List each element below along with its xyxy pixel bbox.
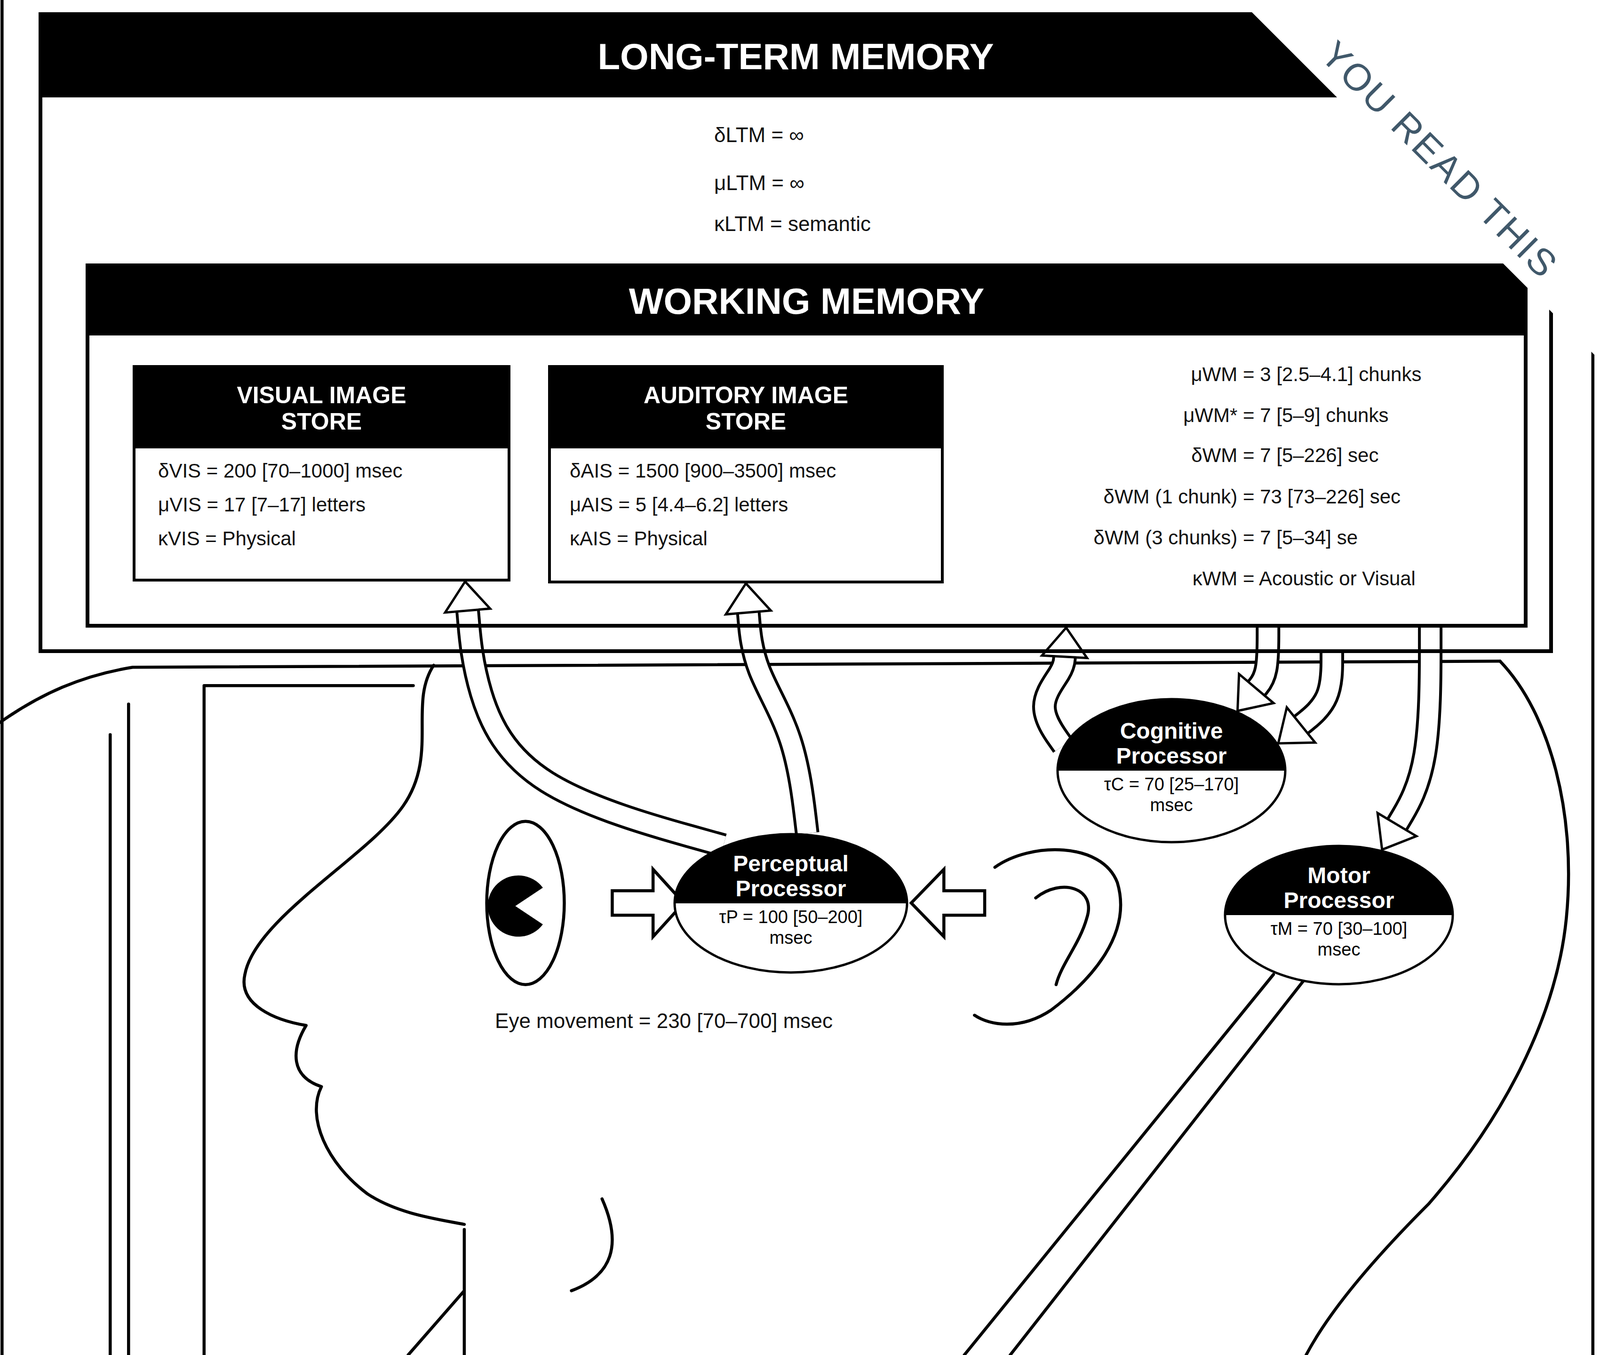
processor-parameter: τC = 70 [25–170] msec bbox=[1086, 774, 1257, 816]
arrow-shaft bbox=[1300, 652, 1332, 725]
ear bbox=[974, 849, 1121, 1025]
annotation-label: Eye movement = 230 [70–700] msec bbox=[494, 1009, 833, 1034]
section-heading: WORKING MEMORY bbox=[89, 267, 1524, 336]
pupil bbox=[487, 875, 543, 937]
processor-name: Motor Processor bbox=[1256, 863, 1422, 914]
ellipse-heading-band bbox=[674, 834, 908, 904]
arrow-shaft-outline bbox=[467, 610, 724, 846]
arrow-shaft bbox=[1044, 656, 1065, 746]
memory-parameter: μWM = 3 [2.5–4.1] chunks bbox=[1191, 363, 1422, 386]
memory-region: WORKING MEMORY μWM = 3 [2.5–4.1] chunks μW… bbox=[85, 263, 1528, 628]
arrow-head bbox=[725, 583, 772, 615]
arrow-shaft bbox=[748, 612, 808, 834]
arrow-head bbox=[1237, 674, 1274, 711]
processor-parameter: τP = 100 [50–200] msec bbox=[706, 907, 876, 948]
arrow-shaft bbox=[467, 610, 724, 846]
arrow-head bbox=[445, 581, 491, 613]
screen-inner-edge bbox=[204, 685, 414, 1355]
processor-name: Cognitive Processor bbox=[1089, 718, 1254, 769]
ellipse-ground bbox=[1057, 699, 1286, 843]
arrow-shaft-outline bbox=[1256, 627, 1268, 689]
image-store-box: AUDITORY IMAGE STORE δAIS = 1500 [900–350… bbox=[548, 365, 944, 584]
arrow-head bbox=[1377, 812, 1417, 850]
arrow-shaft-outline bbox=[748, 612, 808, 834]
screen-edge bbox=[108, 734, 112, 1355]
memory-parameter: μLTM = ∞ bbox=[714, 171, 805, 196]
ear-input-arrow bbox=[911, 869, 985, 937]
flow-arrow bbox=[445, 581, 724, 846]
store-parameter: μVIS = 17 [7–17] letters bbox=[158, 493, 366, 517]
memory-region: LONG-TERM MEMORYδLTM = ∞μLTM = ∞κLTM = s… bbox=[38, 12, 1553, 653]
image-store-box: VISUAL IMAGE STORE δVIS = 200 [70–1000] m… bbox=[132, 365, 511, 582]
arrow-head bbox=[1042, 627, 1088, 659]
arrow-shaft-outline bbox=[1300, 652, 1332, 725]
memory-parameter: κLTM = semantic bbox=[714, 212, 871, 237]
jaw-line bbox=[571, 1198, 613, 1291]
memory-parameter: δWM (1 chunk) = 73 [73–226] sec bbox=[1103, 485, 1401, 509]
store-parameter: δAIS = 1500 [900–3500] msec bbox=[569, 459, 836, 483]
arrow-shaft-outline bbox=[1396, 627, 1431, 825]
processor-ellipse: Cognitive Processor τC = 70 [25–170] msec bbox=[1056, 697, 1287, 844]
store-parameter: δVIS = 200 [70–1000] msec bbox=[158, 459, 403, 483]
ellipse-heading-band bbox=[1057, 699, 1286, 771]
motor-output-line bbox=[1010, 977, 1306, 1355]
flow-arrow bbox=[1278, 652, 1332, 744]
memory-parameter: δLTM = ∞ bbox=[714, 123, 804, 148]
eye bbox=[486, 821, 565, 985]
processor-parameter: τM = 70 [30–100] msec bbox=[1254, 918, 1424, 960]
screen-edge bbox=[127, 703, 131, 1355]
memory-parameter: δWM (3 chunks) = 7 [5–34] se bbox=[1093, 526, 1358, 550]
store-parameter: κVIS = Physical bbox=[158, 527, 296, 550]
arrow-shaft-outline bbox=[1044, 656, 1065, 746]
store-heading: VISUAL IMAGE STORE bbox=[135, 367, 508, 449]
eye-input-arrow bbox=[612, 869, 684, 937]
flow-arrow bbox=[1377, 627, 1431, 850]
ellipse-ground bbox=[1225, 845, 1453, 985]
memory-parameter: κWM = Acoustic or Visual bbox=[1192, 567, 1416, 590]
arrow-shaft bbox=[1396, 627, 1431, 825]
ellipse-ground bbox=[674, 834, 908, 973]
watermark: YOU READ THIS bbox=[1312, 32, 1568, 288]
flow-arrow bbox=[1237, 627, 1274, 711]
corner-banner-ground bbox=[1239, 0, 1600, 361]
processor-ellipse: Perceptual Processor τP = 100 [50–200] ms… bbox=[673, 832, 909, 974]
ear-inner bbox=[1035, 887, 1089, 985]
face-profile bbox=[244, 665, 465, 1225]
store-parameter: κAIS = Physical bbox=[569, 527, 708, 550]
neck-line bbox=[408, 1229, 465, 1355]
processor-ellipse: Motor ProcessorτM = 70 [30–100] msec bbox=[1223, 844, 1455, 986]
memory-parameter: δWM = 7 [5–226] sec bbox=[1191, 444, 1379, 467]
memory-parameter: μWM* = 7 [5–9] chunks bbox=[1183, 404, 1389, 427]
processor-name: Perceptual Processor bbox=[708, 851, 874, 902]
arrow-head bbox=[1278, 707, 1315, 744]
store-heading: AUDITORY IMAGE STORE bbox=[550, 367, 941, 449]
flow-arrow bbox=[725, 583, 808, 834]
head-back-outline bbox=[1305, 660, 1569, 1355]
motor-output-line bbox=[964, 974, 1274, 1355]
arrow-shaft bbox=[1256, 627, 1268, 689]
store-parameter: μAIS = 5 [4.4–6.2] letters bbox=[569, 493, 789, 517]
ellipse-heading-band bbox=[1225, 845, 1453, 916]
